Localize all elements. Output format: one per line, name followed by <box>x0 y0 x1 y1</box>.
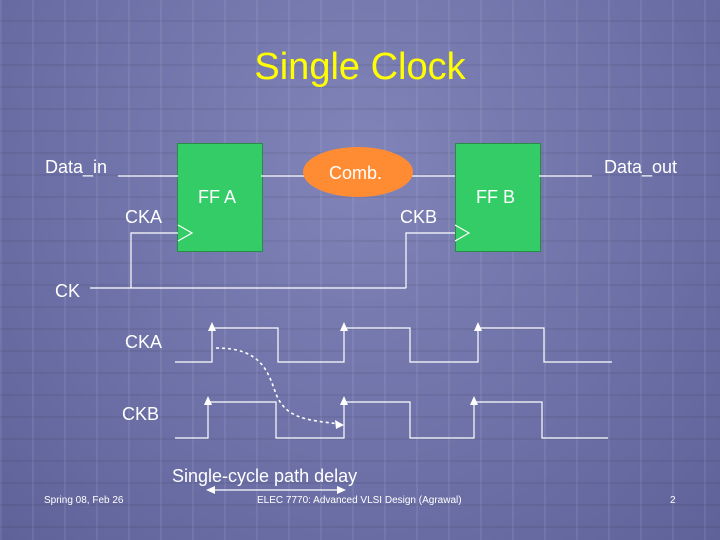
cka-waveform-label: CKA <box>125 332 163 352</box>
ff-b-label: FF B <box>476 187 515 207</box>
comb-logic-block <box>303 147 413 197</box>
comb-logic-label: Comb. <box>329 163 383 183</box>
data-out-label: Data_out <box>604 157 678 177</box>
ck-label: CK <box>55 281 81 301</box>
cka-waveform <box>175 327 612 363</box>
footer-page-number: 2 <box>670 495 676 506</box>
flip-flop-b <box>455 143 541 252</box>
cka-input-label: CKA <box>125 207 163 227</box>
ff-a-clock-triangle <box>177 224 194 242</box>
ff-a-label: FF A <box>198 187 237 207</box>
delay-curve-arrowhead <box>335 420 344 429</box>
path-delay-curve <box>215 347 341 425</box>
slide-title: Single Clock <box>254 46 466 88</box>
data-in-label: Data_in <box>45 157 108 177</box>
delay-label: Single-cycle path delay <box>172 466 358 486</box>
ckb-waveform <box>175 401 608 439</box>
ckb-input-label: CKB <box>400 207 438 227</box>
ff-b-clock-triangle <box>454 224 471 242</box>
footer-date: Spring 08, Feb 26 <box>44 495 124 506</box>
ckb-wire <box>405 232 455 288</box>
footer-course: ELEC 7770: Advanced VLSI Design (Agrawal… <box>257 495 462 506</box>
ckb-waveform-label: CKB <box>122 404 160 424</box>
cka-wire <box>130 232 178 288</box>
